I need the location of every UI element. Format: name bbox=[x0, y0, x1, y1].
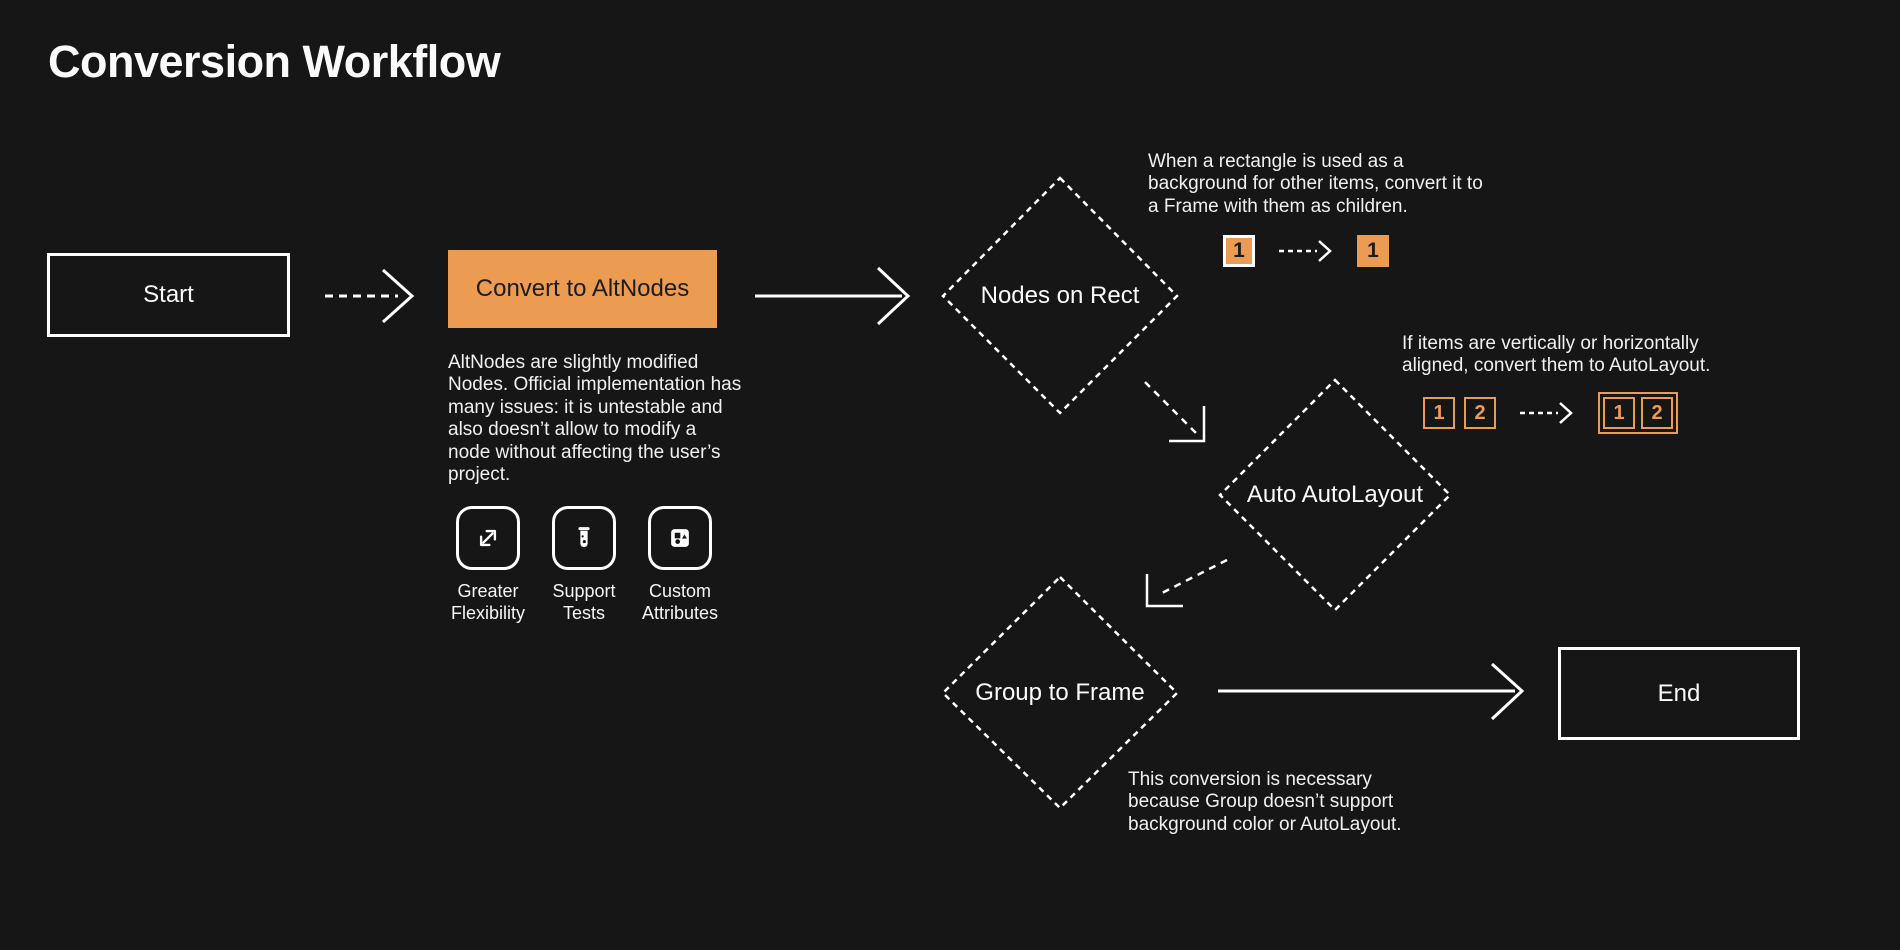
auto-autolayout-annotation: If items are vertically or horizontally … bbox=[1402, 333, 1711, 377]
arrow-convert-to-nodes-on-rect bbox=[755, 266, 911, 326]
item-chip-2: 2 bbox=[1464, 397, 1496, 429]
arrow-nodes-on-rect-to-auto-autolayout bbox=[1144, 381, 1206, 443]
page-title: Conversion Workflow bbox=[48, 36, 501, 87]
node-end[interactable]: End bbox=[1558, 647, 1800, 740]
test-tube-icon bbox=[552, 506, 616, 570]
frame-chip: 1 bbox=[1357, 235, 1389, 267]
node-start[interactable]: Start bbox=[47, 253, 290, 337]
feature-greater-flexibility: Greater Flexibility bbox=[442, 506, 534, 625]
node-convert-to-altnodes[interactable]: Convert to AltNodes bbox=[448, 250, 717, 328]
feature-label: Custom Attributes bbox=[641, 581, 719, 623]
feature-support-tests: Support Tests bbox=[538, 506, 630, 625]
feature-custom-attributes: Custom Attributes bbox=[634, 506, 726, 625]
item-chip-1: 1 bbox=[1423, 397, 1455, 429]
node-convert-label: Convert to AltNodes bbox=[475, 275, 690, 302]
group-to-frame-annotation: This conversion is necessary because Gro… bbox=[1128, 769, 1402, 835]
arrow-auto-autolayout-to-group-to-frame bbox=[1145, 558, 1228, 608]
autolayout-group: 1 2 bbox=[1598, 392, 1678, 434]
arrow-group-to-frame-to-end bbox=[1218, 662, 1525, 721]
arrow-start-to-convert bbox=[325, 268, 415, 324]
node-auto-autolayout[interactable]: Auto AutoLayout bbox=[1246, 481, 1424, 508]
item-chip-1: 1 bbox=[1603, 397, 1635, 429]
item-chip-2: 2 bbox=[1641, 397, 1673, 429]
auto-autolayout-illustration: 1 2 1 2 bbox=[1423, 392, 1678, 434]
node-group-to-frame[interactable]: Group to Frame bbox=[975, 679, 1145, 706]
node-end-label: End bbox=[1657, 679, 1701, 707]
altnodes-description: AltNodes are slightly modified Nodes. Of… bbox=[448, 352, 742, 486]
nodes-on-rect-illustration: 1 1 bbox=[1223, 235, 1389, 267]
nodes-on-rect-annotation: When a rectangle is used as a background… bbox=[1148, 151, 1483, 217]
feature-list: Greater Flexibility Support Tests bbox=[442, 506, 726, 625]
feature-label: Greater Flexibility bbox=[450, 581, 525, 623]
rect-chip: 1 bbox=[1223, 235, 1255, 267]
mini-dashed-arrow bbox=[1520, 402, 1573, 424]
feature-label: Support Tests bbox=[552, 581, 616, 623]
mini-dashed-arrow bbox=[1279, 240, 1332, 262]
shapes-icon bbox=[648, 506, 712, 570]
node-nodes-on-rect[interactable]: Nodes on Rect bbox=[980, 282, 1140, 309]
node-start-label: Start bbox=[143, 281, 194, 308]
expand-arrows-icon bbox=[456, 506, 520, 570]
